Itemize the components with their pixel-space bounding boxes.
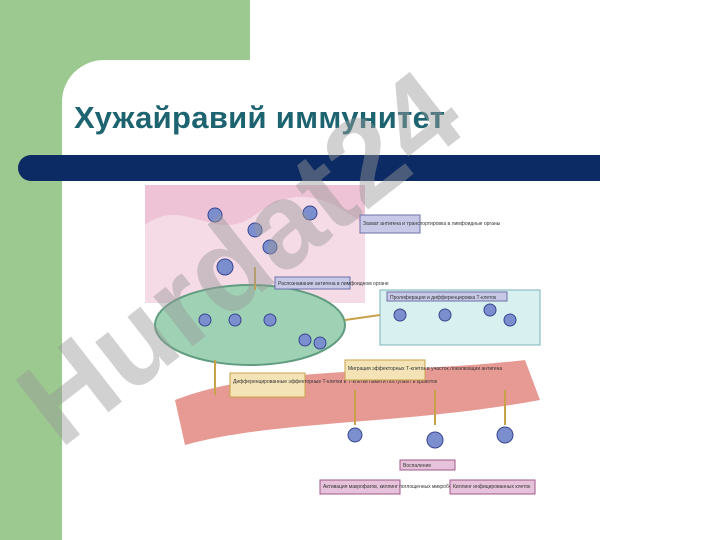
label-migration-effector: Миграция эффекторных Т-клеток в участок … [348, 366, 502, 372]
cell-naive-2 [228, 313, 242, 327]
label-box-migration-effector [344, 359, 426, 381]
diagram-illustration: Захват антигена и транспортировка в лимф… [145, 185, 541, 495]
cell-immunity-diagram: Захват антигена и транспортировка в лимф… [145, 185, 545, 497]
cell-infected [426, 431, 444, 449]
label-box-activation-macrophage [319, 479, 401, 495]
cell-prolif-1 [393, 308, 407, 322]
label-box-proliferation [386, 291, 508, 302]
lymph-node [154, 284, 346, 366]
cell-effector-2 [313, 336, 327, 350]
slide-title: Хужайравий иммунитет [74, 100, 446, 135]
cell-effector-1 [298, 333, 312, 347]
cell-dendritic-5 [216, 258, 234, 276]
label-lymph-node: Распознавание антигена в лимфоидном орга… [278, 281, 389, 287]
cell-dendritic-2 [247, 222, 263, 238]
arrow-to-proliferation [344, 314, 381, 321]
title-underline-bar [18, 155, 600, 181]
cell-dendritic-4 [262, 239, 278, 255]
cell-naive-3 [263, 313, 277, 327]
cell-dendritic-3 [302, 205, 318, 221]
label-box-inflammation [399, 459, 456, 471]
label-box-lymph-node [274, 276, 351, 290]
label-box-capture [359, 214, 421, 234]
label-activation-macrophage: Активация макрофагов, киллинг поглощенны… [323, 484, 455, 490]
cell-prolif-2 [438, 308, 452, 322]
label-inflammation: Воспаление [403, 463, 431, 469]
epithelium [145, 185, 365, 225]
cell-macrophage [347, 427, 363, 443]
label-killing: Киллинг инфицированных клеток [453, 484, 531, 490]
label-box-differentiation [229, 372, 306, 398]
cell-naive-1 [198, 313, 212, 327]
label-box-killing [449, 479, 536, 495]
cell-prolif-3 [483, 303, 497, 317]
label-capture: Захват антигена и транспортировка в лимф… [363, 221, 501, 227]
cell-killed [496, 426, 514, 444]
label-proliferation: Пролиферация и дифференцировка Т-клеток [390, 295, 497, 301]
cell-prolif-4 [503, 313, 517, 327]
cell-dendritic-1 [207, 207, 223, 223]
label-differentiation: Дифференцированные эффекторные Т-клетки … [233, 379, 438, 385]
